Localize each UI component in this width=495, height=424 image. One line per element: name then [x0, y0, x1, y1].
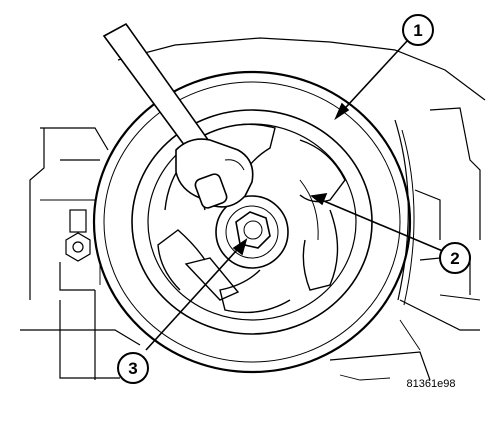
crankshaft-bolt: [215, 195, 289, 269]
figure-id: 81361e98: [407, 378, 456, 390]
callout-1-label: 1: [413, 21, 422, 40]
engine-block-outline: [20, 37, 486, 381]
callout-1: 1: [402, 14, 434, 46]
callout-3-label: 3: [128, 359, 137, 378]
callout-3: 3: [117, 352, 149, 384]
leader-lines: [145, 39, 446, 351]
callout-2: 2: [439, 242, 471, 274]
callout-2-label: 2: [450, 249, 459, 268]
block-bolt-icon: [59, 209, 95, 291]
breaker-bar: [102, 22, 254, 209]
